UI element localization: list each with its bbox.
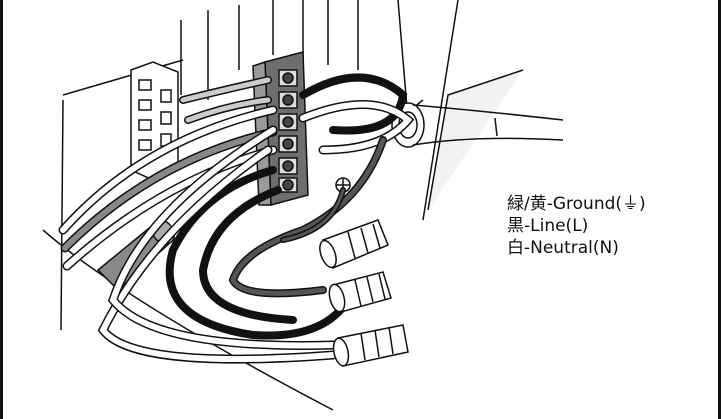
wire-nut-top xyxy=(319,219,389,269)
junction-box-wiring-illustration xyxy=(42,0,564,411)
legend-ground: 緑/黄-Ground(⏚) xyxy=(507,194,646,214)
wire-nut-middle xyxy=(328,271,392,313)
wire-bundle-left xyxy=(58,76,278,271)
neutral-wires xyxy=(97,100,415,364)
line-wires xyxy=(165,73,408,340)
wire-color-legend: 緑/黄-Ground(⏚) 黒-Line(L) 白-Neutral(N) xyxy=(507,193,646,259)
wire-nut-bottom xyxy=(332,324,409,367)
junction-box xyxy=(42,0,524,411)
terminal-block xyxy=(252,51,309,206)
legend-line: 黒-Line(L) xyxy=(507,216,589,236)
legend-neutral: 白-Neutral(N) xyxy=(507,238,619,258)
incoming-cable xyxy=(412,104,564,146)
ground-wires xyxy=(228,136,387,298)
